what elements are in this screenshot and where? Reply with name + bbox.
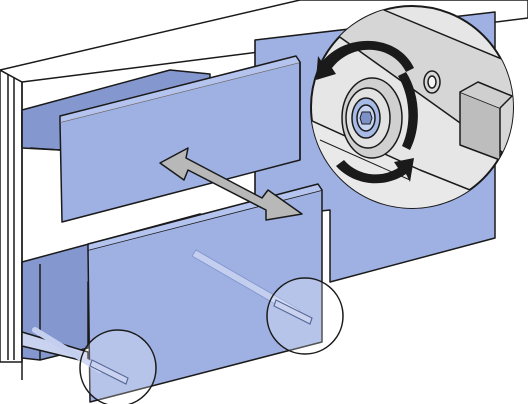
adjust-arrow-icon xyxy=(159,147,303,221)
rotate-arrow-icon xyxy=(316,40,418,184)
highlight-circle-left xyxy=(79,329,157,404)
rail-details xyxy=(89,299,313,385)
upper-drawer xyxy=(21,55,301,223)
